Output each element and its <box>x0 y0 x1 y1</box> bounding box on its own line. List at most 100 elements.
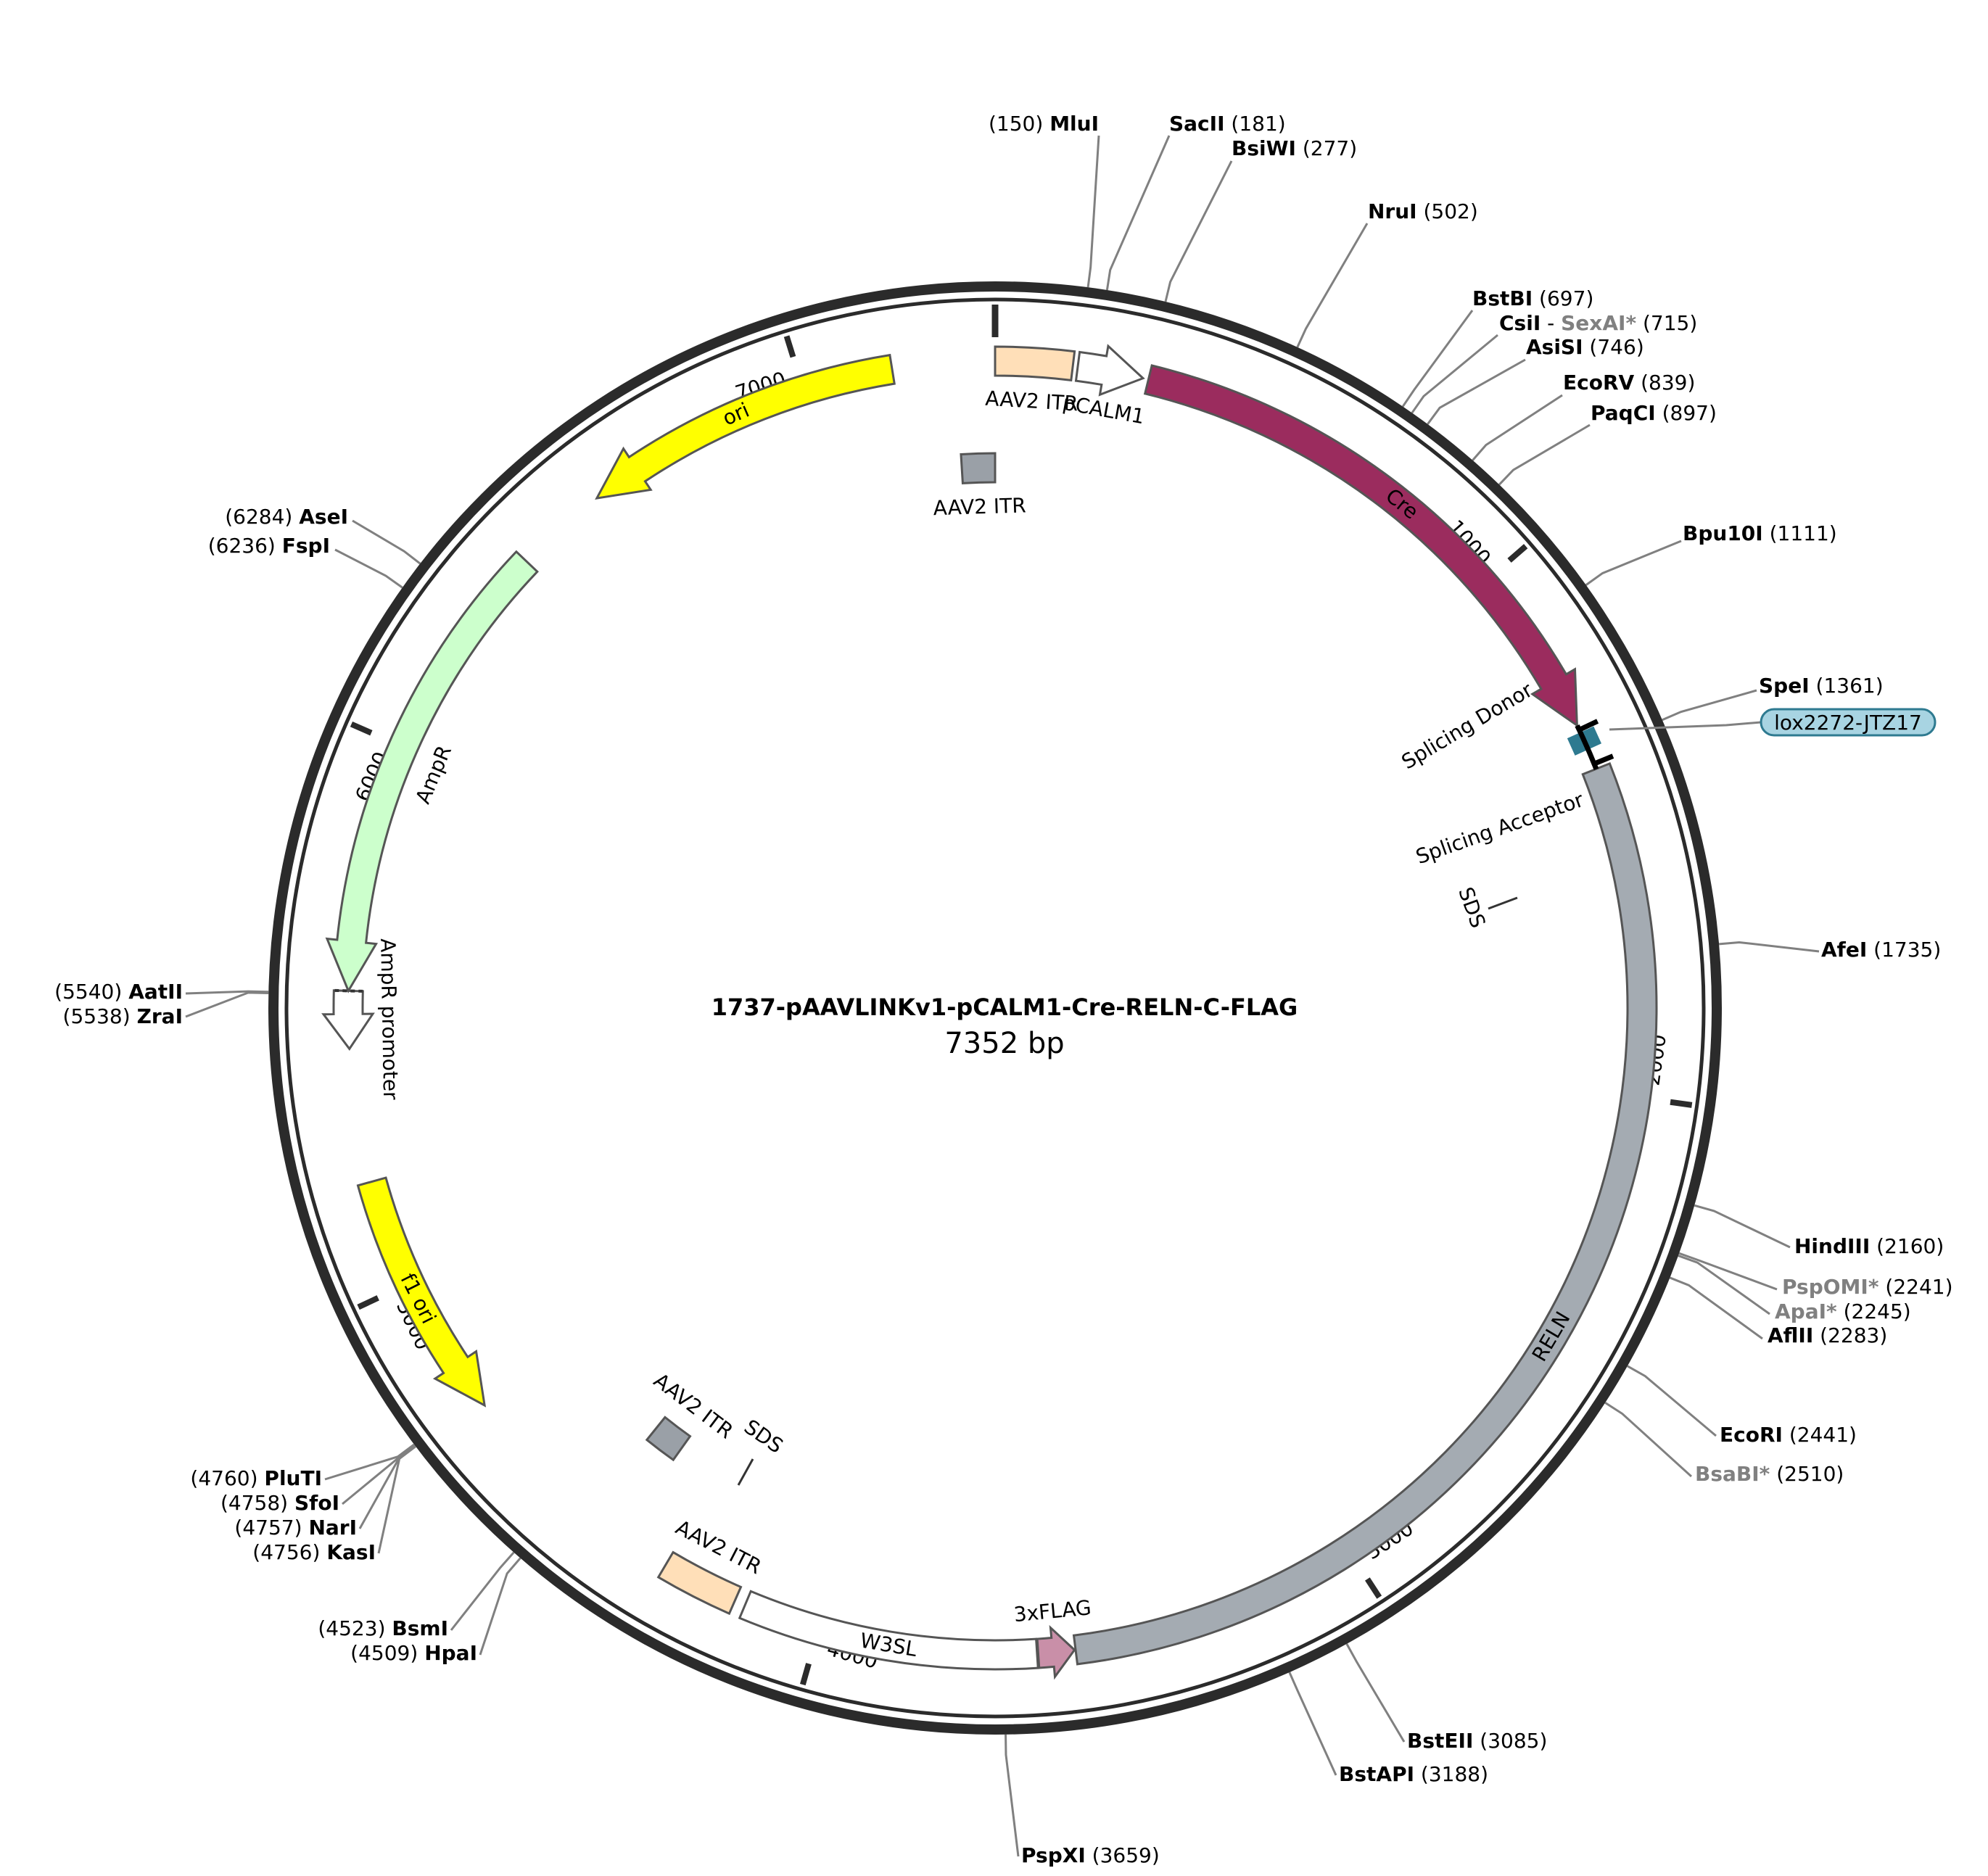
tick-mark-2000 <box>1670 1099 1693 1108</box>
feature-itr1 <box>994 345 1076 381</box>
site-asei: (6284) AseI <box>225 505 348 529</box>
leader-spei <box>1662 689 1757 722</box>
leader-bsmi <box>450 1551 515 1631</box>
leader-sfoi <box>342 1445 416 1505</box>
site-csii: CsiI - SexAI* (715) <box>1499 311 1697 335</box>
tick-mark-1000 <box>1507 544 1528 563</box>
site-spei: SpeI (1361) <box>1759 674 1884 698</box>
site-apai: ApaI* (2245) <box>1775 1299 1911 1323</box>
leader-asisi <box>1427 358 1526 425</box>
leader-aatii <box>185 990 269 995</box>
site-hpai: (4509) HpaI <box>350 1641 477 1665</box>
plasmid-name: 1737-pAAVLINKv1-pCALM1-Cre-RELN-C-FLAG <box>712 993 1298 1021</box>
site-leaders <box>185 135 1820 1857</box>
feature-ori <box>595 353 896 500</box>
site-hindiii: HindIII (2160) <box>1794 1234 1944 1258</box>
leader-pspxi <box>1005 1734 1020 1857</box>
site-fspi: (6236) FspI <box>208 534 330 558</box>
leader-aflii <box>1669 1276 1763 1340</box>
feature-label-pcalm1: pCALM1 <box>1061 391 1147 429</box>
site-kasi: (4756) KasI <box>252 1540 376 1564</box>
splicing-donor-mark <box>1577 719 1599 732</box>
leader-fspi <box>334 548 403 589</box>
leader-bstapi <box>1288 1672 1337 1776</box>
feature-itr2 <box>656 1550 743 1616</box>
feature-pcalm1 <box>1074 344 1145 397</box>
splicing-acceptor-mark <box>1593 753 1614 766</box>
site-bsabi: BsaBI* (2510) <box>1695 1462 1844 1486</box>
site-bsiwi: BsiWI (277) <box>1232 136 1357 160</box>
site-pspxi: PspXI (3659) <box>1021 1843 1160 1867</box>
feature-label-flag: 3xFLAG <box>1012 1595 1092 1627</box>
feature-reln <box>1072 761 1658 1666</box>
site-paqci: PaqCI (897) <box>1591 401 1717 425</box>
site-bsteii: BstEII (3085) <box>1407 1729 1547 1753</box>
leader-bpu10i <box>1585 540 1682 586</box>
leader-sacii <box>1105 135 1171 291</box>
leader-pluti <box>324 1443 415 1481</box>
feature-itrg2 <box>645 1416 692 1462</box>
tick-mark-4000 <box>799 1663 812 1686</box>
feature-label-itr1: AAV2 ITR <box>985 387 1079 416</box>
site-pluti: (4760) PluTI <box>190 1466 322 1490</box>
splicing-donor-label: Splicing Donor <box>1398 678 1537 774</box>
site-aflii: AflII (2283) <box>1768 1323 1887 1347</box>
splicing-acceptor-label: Splicing Acceptor <box>1413 788 1587 869</box>
leader-asei <box>352 519 421 565</box>
backbone-inner-ring <box>284 297 1706 1719</box>
leader-paqci <box>1498 423 1591 486</box>
backbone-outer-ring <box>268 281 1722 1735</box>
site-pspomi: PspOMI* (2241) <box>1782 1275 1953 1299</box>
feature-w3sl <box>738 1590 1039 1671</box>
leader-hpai <box>479 1557 521 1656</box>
feature-amprpro <box>321 989 375 1051</box>
leader-zrai <box>185 991 269 1018</box>
backbone <box>268 281 1722 1735</box>
feature-itrg1 <box>960 452 997 484</box>
sds-right-mark <box>1488 896 1518 910</box>
tick-mark-7000 <box>783 335 796 358</box>
leader-afei <box>1718 941 1820 953</box>
site-ecori: EcoRI (2441) <box>1720 1423 1857 1447</box>
leader-bstbi <box>1401 310 1474 408</box>
leader-nrui <box>1296 223 1369 348</box>
site-zrai: (5538) ZraI <box>63 1004 183 1028</box>
site-nrui: NruI (502) <box>1368 199 1478 223</box>
site-nari: (4757) NarI <box>234 1516 357 1540</box>
leader-bsteii <box>1345 1643 1406 1743</box>
feature-cre <box>1143 364 1578 728</box>
leader-hindiii <box>1694 1204 1791 1249</box>
sds-bottom-label: SDS <box>740 1415 788 1458</box>
leader-lox <box>1609 721 1762 731</box>
feature-label-itrg1: AAV2 ITR <box>933 493 1026 520</box>
site-asisi: AsiSI (746) <box>1526 335 1644 359</box>
site-aatii: (5540) AatII <box>54 980 183 1004</box>
site-bstapi: BstAPI (3188) <box>1339 1762 1488 1786</box>
feature-label-amprpro: AmpR promoter <box>376 938 403 1101</box>
site-sfoi: (4758) SfoI <box>220 1491 339 1515</box>
leader-pspomi <box>1678 1252 1778 1291</box>
splice-connector <box>1575 724 1599 771</box>
leader-csii <box>1411 334 1498 414</box>
site-mlui: (150) MluI <box>989 112 1099 136</box>
feature-f1ori <box>356 1176 487 1408</box>
site-bpu10i: Bpu10I (1111) <box>1683 521 1837 545</box>
tick-mark-6000 <box>350 721 373 736</box>
plasmid-size: 7352 bp <box>944 1027 1064 1060</box>
site-afei: AfeI (1735) <box>1821 938 1941 962</box>
feature-flag <box>1036 1624 1076 1680</box>
lox-label: lox2272-JTZ17 <box>1774 711 1922 735</box>
site-bstbi: BstBI (697) <box>1472 286 1593 310</box>
site-bsmi: (4523) BsmI <box>318 1616 448 1640</box>
site-sacii: SacII (181) <box>1169 112 1286 136</box>
tick-mark-3000 <box>1365 1577 1382 1599</box>
feature-ampr <box>325 550 539 993</box>
sds-bottom-mark <box>737 1458 754 1486</box>
site-ecorv: EcoRV (839) <box>1563 371 1695 394</box>
leader-bsabi <box>1604 1402 1693 1478</box>
lox-label-box: lox2272-JTZ17 <box>1760 708 1937 737</box>
leader-bsiwi <box>1164 160 1233 302</box>
site-labels: (150) MluI SacII (181) BsiWI (277) NruI … <box>54 112 1952 1867</box>
